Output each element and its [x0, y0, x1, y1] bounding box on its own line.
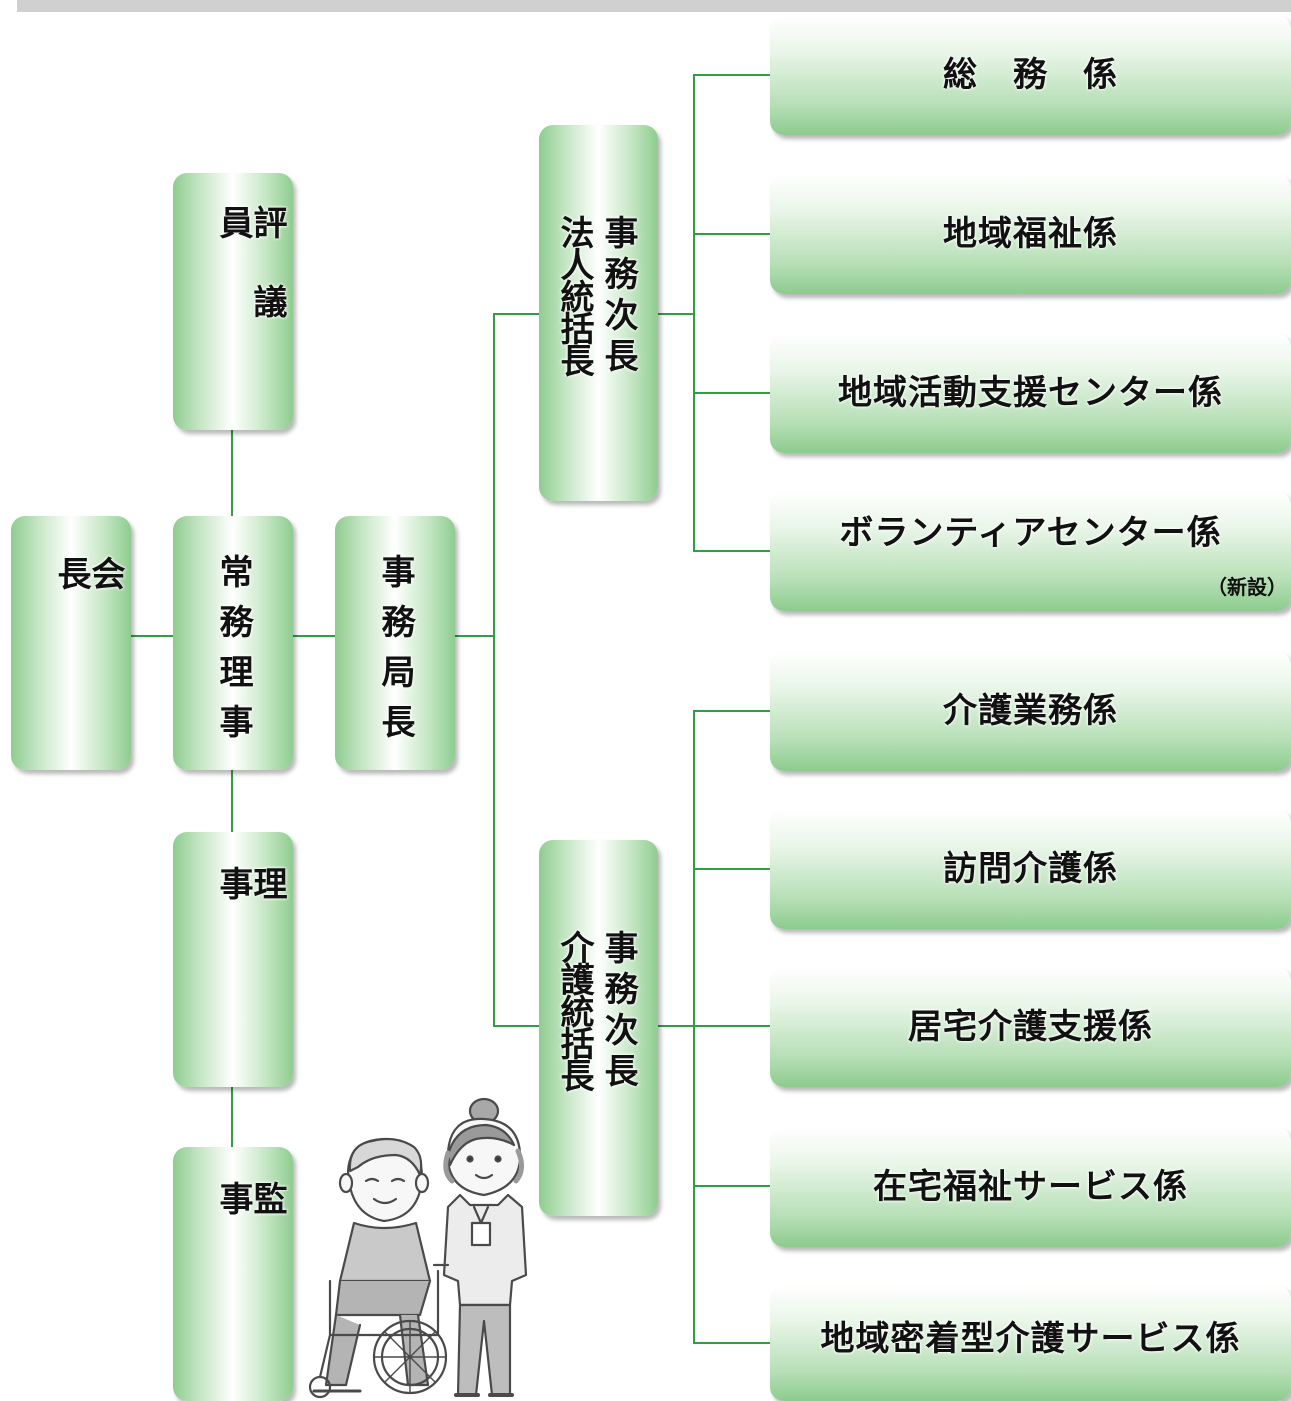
section-label: 地域密着型介護サービス係	[820, 1319, 1241, 1359]
section-label: 在宅福祉サービス係	[873, 1167, 1188, 1207]
connector-section-6	[693, 868, 770, 870]
connector-section-7	[693, 1025, 770, 1027]
deputy-care-line1: 事務次長	[598, 930, 638, 1094]
new-badge: （新設）	[1207, 575, 1287, 599]
section-label: 地域福祉係	[943, 214, 1118, 254]
section-box-volunteer-center: ボランティアセンター係 （新設）	[770, 491, 1291, 611]
section-label: 総 務 係	[943, 55, 1118, 95]
connector-section-4	[693, 550, 770, 552]
section-label: 地域活動支援センター係	[838, 373, 1223, 413]
secretary-general-label: 事務局長	[375, 554, 415, 754]
section-box-community-activity-support: 地域活動支援センター係	[770, 333, 1291, 453]
section-box-community-based-care: 地域密着型介護サービス係	[770, 1285, 1291, 1401]
connector-trunk-deputy-care	[493, 1025, 539, 1027]
connector-deputy-corporate-bus	[658, 313, 695, 315]
connector-chairman-executive	[130, 635, 174, 637]
auditors-label: 監事	[213, 1181, 287, 1337]
connector-deputy-care-bus	[658, 1025, 695, 1027]
wheelchair-caregiver-illustration	[308, 1097, 528, 1399]
deputy-corporate-line2: 法人統括長	[554, 215, 594, 375]
connector-executive-secretary	[293, 635, 335, 637]
top-border-bar	[17, 0, 1291, 12]
connector-section-1	[693, 74, 770, 76]
deputy-care-box: 事務次長 介護統括長	[539, 840, 658, 1216]
connector-section-2	[693, 233, 770, 235]
connector-councilors-executive	[231, 430, 233, 516]
connector-trunk-vertical	[493, 313, 495, 1027]
section-label: 訪問介護係	[943, 849, 1118, 889]
section-box-home-care-support: 居宅介護支援係	[770, 967, 1291, 1087]
section-label: 居宅介護支援係	[908, 1007, 1153, 1047]
connector-secretary-trunk	[455, 635, 495, 637]
connector-trunk-deputy-corporate	[493, 313, 539, 315]
councilors-box: 評議員	[173, 173, 293, 430]
section-box-home-visit-care: 訪問介護係	[770, 809, 1291, 929]
section-label: ボランティアセンター係	[839, 513, 1222, 553]
directors-box: 理事	[173, 832, 293, 1087]
directors-label: 理事	[213, 866, 287, 1022]
deputy-corporate-box: 事務次長 法人統括長	[539, 125, 658, 501]
councilors-label: 評議員	[213, 205, 287, 363]
deputy-corporate-line1: 事務次長	[598, 215, 638, 379]
section-box-general-affairs: 総 務 係	[770, 15, 1291, 135]
chairman-label: 会長	[51, 556, 125, 678]
deputy-care-line2: 介護統括長	[554, 930, 594, 1090]
connector-section-3	[693, 392, 770, 394]
connector-executive-directors	[231, 770, 233, 832]
chairman-box: 会長	[11, 516, 131, 770]
executive-director-label: 常務理事	[213, 554, 253, 754]
section-box-care-operations: 介護業務係	[770, 651, 1291, 771]
executive-director-box: 常務理事	[173, 516, 293, 770]
secretary-general-box: 事務局長	[335, 516, 455, 770]
connector-section-5	[693, 710, 770, 712]
section-box-home-welfare-services: 在宅福祉サービス係	[770, 1127, 1291, 1247]
connector-section-9	[693, 1342, 770, 1344]
section-label: 介護業務係	[943, 691, 1118, 731]
auditors-box: 監事	[173, 1147, 293, 1401]
section-box-community-welfare: 地域福祉係	[770, 174, 1291, 294]
connector-corporate-bus	[693, 74, 695, 551]
connector-section-8	[693, 1185, 770, 1187]
connector-directors-auditors	[231, 1087, 233, 1147]
